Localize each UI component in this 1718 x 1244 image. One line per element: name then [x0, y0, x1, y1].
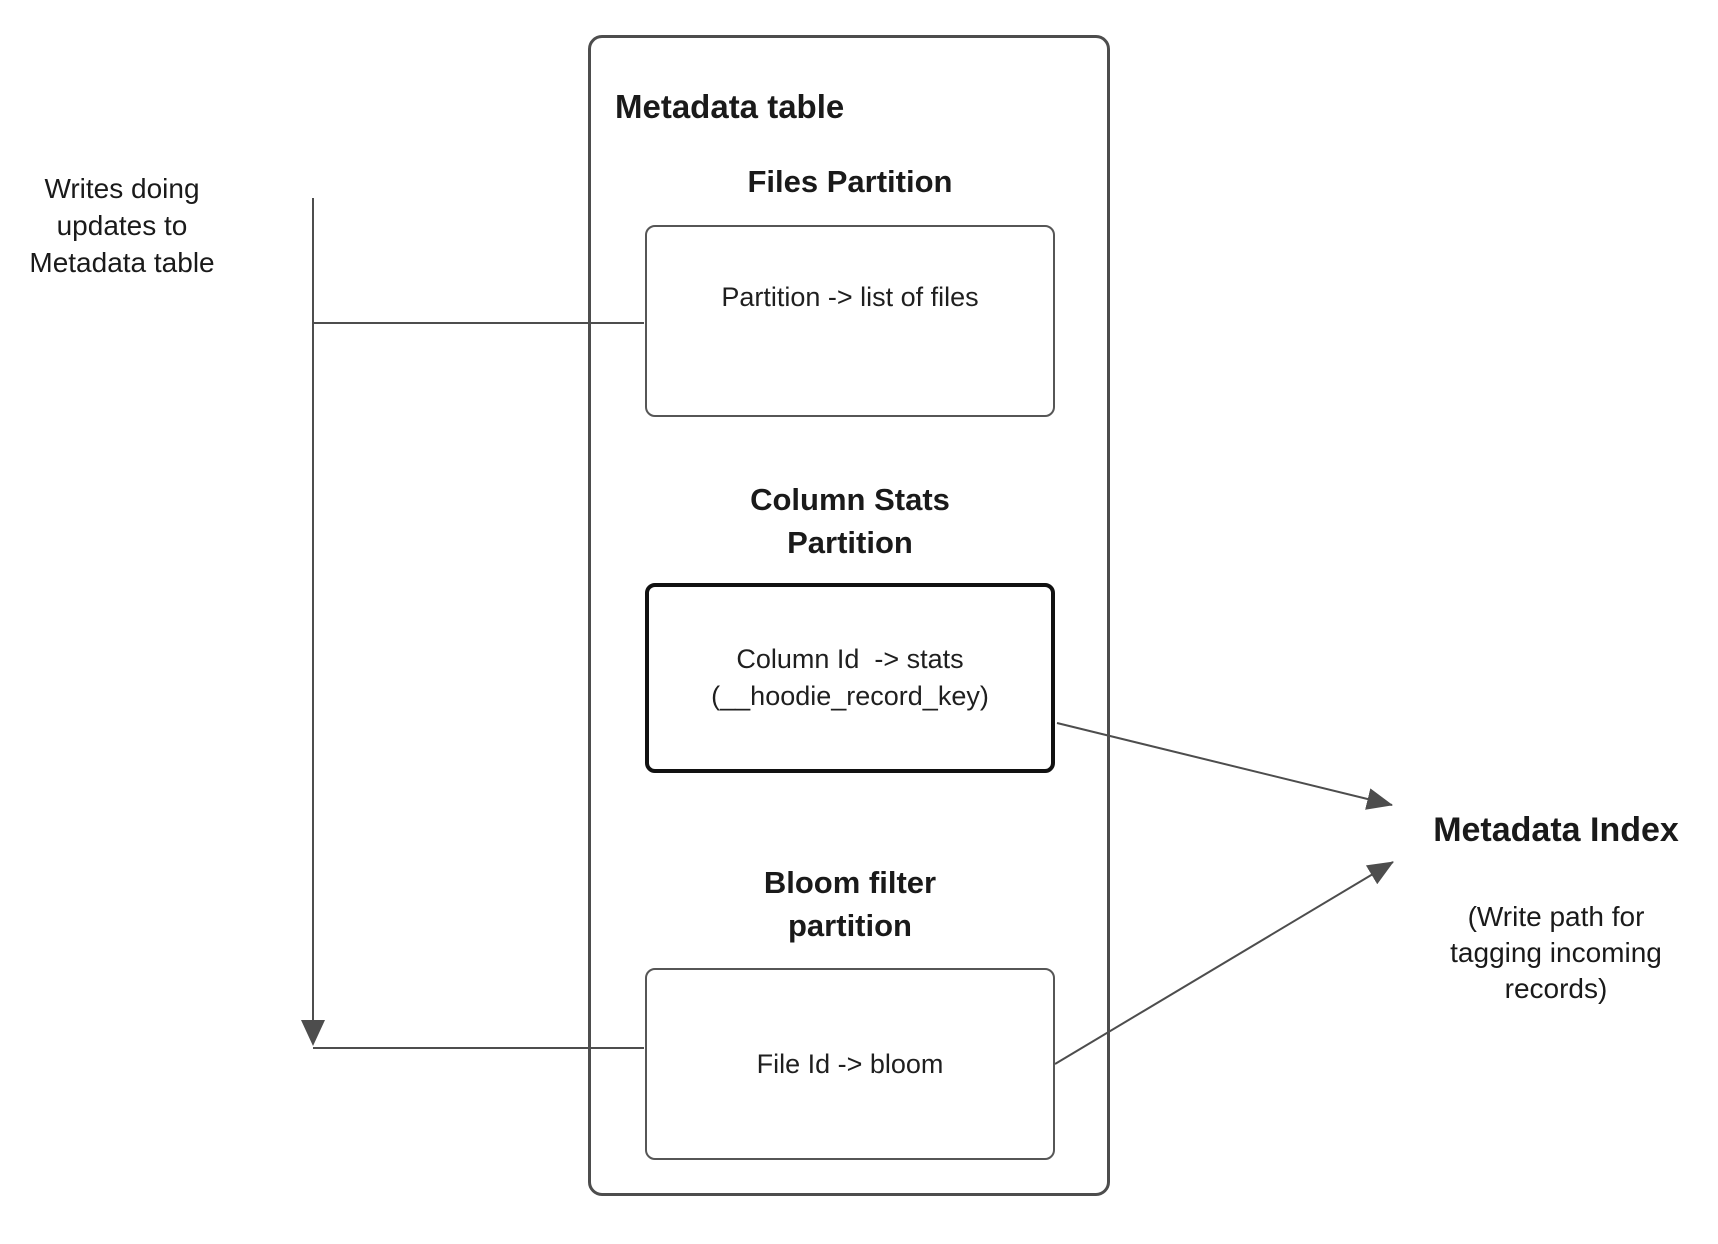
metadata-table-container: [588, 35, 1110, 1196]
bloom-filter-partition-box: File Id -> bloom: [645, 968, 1055, 1160]
files-partition-box-text: Partition -> list of files: [721, 281, 979, 312]
bloom-filter-partition-heading: Bloom filter partition: [763, 865, 937, 943]
metadata-index-title: Metadata Index: [1433, 811, 1679, 849]
column-stats-box-text-line2: (__hoodie_record_key): [711, 681, 989, 711]
column-stats-to-index-arrow: [1056, 722, 1393, 810]
metadata-index-subtitle: (Write path for tagging incoming records…: [1450, 901, 1662, 1004]
column-stats-box-text-line1: Column Id -> stats: [736, 644, 964, 674]
bloom-to-index-arrow: [1054, 861, 1394, 1065]
column-stats-partition-box: Column Id -> stats (__hoodie_record_key): [645, 583, 1055, 773]
files-partition-heading: Files Partition: [747, 164, 953, 199]
bloom-filter-box-text: File Id -> bloom: [756, 1048, 944, 1079]
column-stats-partition-heading: Column Stats Partition: [750, 482, 950, 560]
files-partition-box: Partition -> list of files: [645, 225, 1055, 417]
metadata-table-title: Metadata table: [615, 88, 845, 125]
writes-update-note: Writes doing updates to Metadata table: [29, 173, 215, 278]
down-arrowhead-icon: [301, 1020, 325, 1046]
